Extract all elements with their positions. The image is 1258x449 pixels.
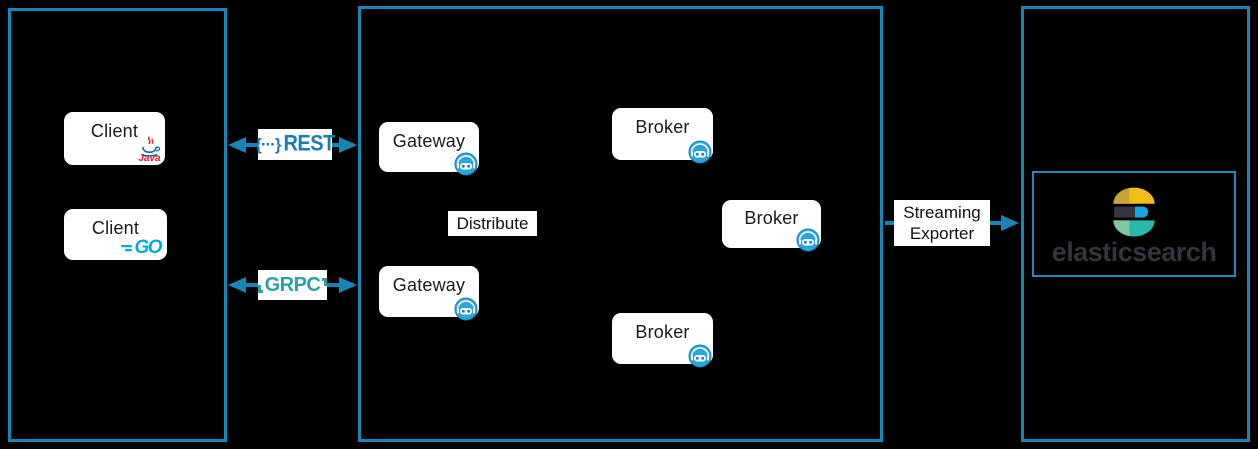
java-logo-label: Java <box>138 153 161 164</box>
streaming-exporter-label: Streaming Exporter <box>894 200 990 246</box>
exporter-label-line2: Exporter <box>909 224 975 243</box>
broker-label: Broker <box>635 117 690 137</box>
zeebe-robot-icon <box>454 152 478 176</box>
rest-label-text: REST <box>283 131 335 157</box>
client-java-node: Client Java <box>64 112 165 165</box>
gateway-label: Gateway <box>392 131 466 151</box>
rest-arrowhead-left-icon <box>228 137 246 153</box>
broker-top-node: Broker <box>612 108 713 164</box>
client-java-label: Client <box>90 121 139 141</box>
grpc-label-text: GRPC <box>264 273 321 296</box>
zeebe-cluster-group-box <box>358 6 883 442</box>
clients-group-box <box>8 8 227 442</box>
zeebe-robot-icon <box>796 228 820 252</box>
elasticsearch-wordmark: elasticsearch <box>1051 237 1217 267</box>
client-go-label: Client <box>91 218 140 238</box>
grpc-arrowhead-left-icon <box>228 277 246 293</box>
zeebe-robot-icon <box>688 140 712 164</box>
elasticsearch-logo-icon <box>1113 187 1155 237</box>
rest-braces-icon: {···} <box>255 134 281 154</box>
exporter-label-line1: Streaming <box>903 203 981 222</box>
grpc-hook-left-icon <box>258 284 263 293</box>
broker-label: Broker <box>744 208 799 228</box>
broker-label: Broker <box>635 322 690 342</box>
elasticsearch-box: elasticsearch <box>1032 171 1236 277</box>
broker-middle-node: Broker <box>722 200 821 252</box>
zeebe-robot-icon <box>688 344 712 368</box>
rest-arrowhead-right-icon <box>339 137 357 153</box>
exporter-arrowhead-icon <box>1001 215 1019 231</box>
go-logo-label: GO <box>134 237 162 258</box>
broker-bottom-node: Broker <box>612 313 713 368</box>
gateway-bottom-node: Gateway <box>379 266 479 321</box>
grpc-label: GRPC <box>258 270 327 300</box>
grpc-arrowhead-right-icon <box>339 277 357 293</box>
rest-label: {···} REST <box>255 129 335 160</box>
go-logo: GO <box>121 237 162 258</box>
java-cup-icon <box>141 136 161 157</box>
gateway-top-node: Gateway <box>379 122 479 176</box>
java-logo: Java <box>137 136 162 164</box>
storage-group-box <box>1021 6 1250 442</box>
go-speed-lines-icon <box>121 244 133 251</box>
client-go-node: Client GO <box>64 209 167 260</box>
grpc-hook-right-icon <box>322 277 327 286</box>
zeebe-robot-icon <box>454 297 478 321</box>
distribute-label: Distribute <box>448 211 537 236</box>
gateway-label: Gateway <box>392 275 466 295</box>
